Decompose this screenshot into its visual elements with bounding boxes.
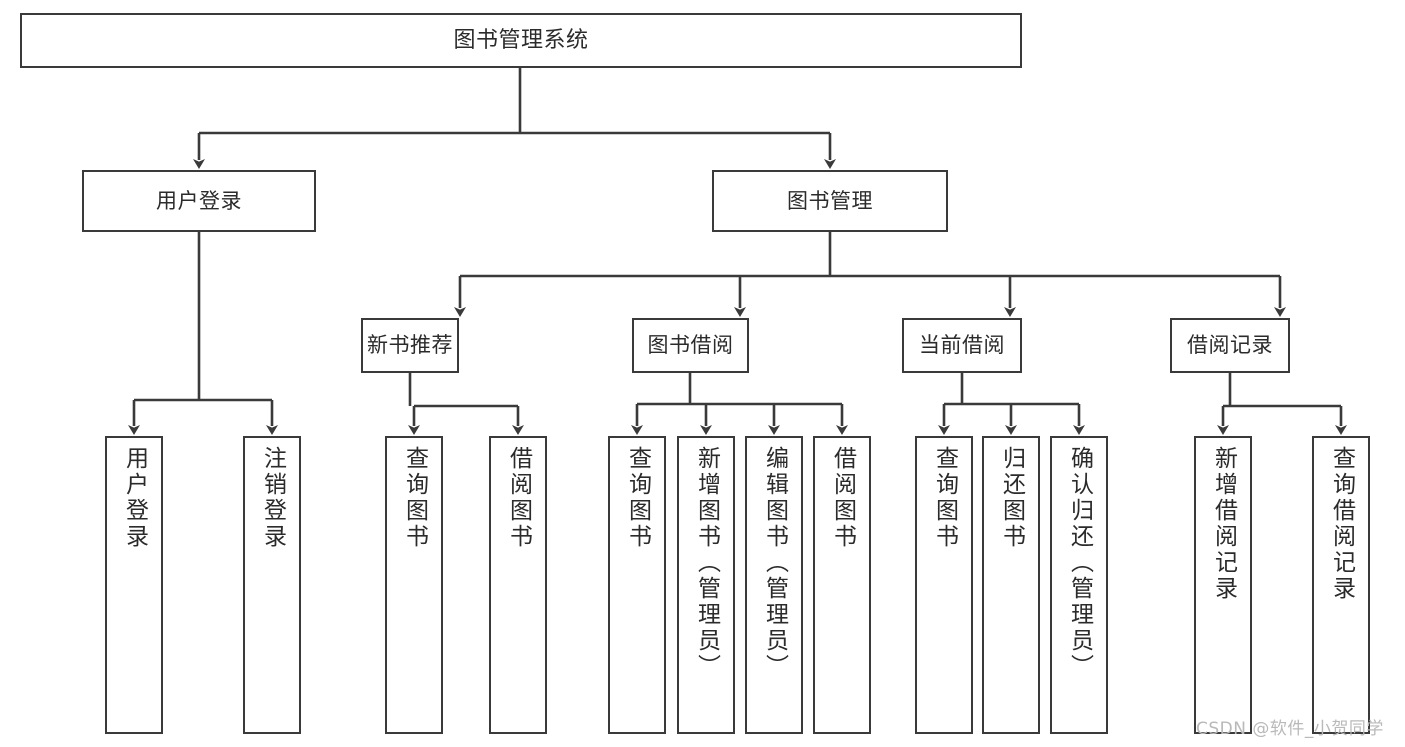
node-label: 查询图书 <box>931 446 958 550</box>
node-label: 图书管理系统 <box>453 27 589 53</box>
node-root-system[interactable]: 图书管理系统 <box>20 13 1022 68</box>
leaf-borrow-edit-book-admin[interactable]: 编辑图书（管理员） <box>745 436 803 734</box>
leaf-user-login-signin[interactable]: 用户登录 <box>105 436 163 734</box>
node-new-book-recommend[interactable]: 新书推荐 <box>361 318 459 373</box>
node-current-borrow[interactable]: 当前借阅 <box>902 318 1022 373</box>
node-label: 图书管理 <box>787 188 873 213</box>
node-label: 编辑图书（管理员） <box>761 446 788 680</box>
leaf-recommend-query-book[interactable]: 查询图书 <box>385 436 443 734</box>
node-label: 借阅图书 <box>505 446 532 550</box>
leaf-user-login-signout[interactable]: 注销登录 <box>243 436 301 734</box>
node-label: 当前借阅 <box>919 333 1005 358</box>
node-book-management[interactable]: 图书管理 <box>712 170 948 232</box>
leaf-recommend-borrow-book[interactable]: 借阅图书 <box>489 436 547 734</box>
node-label: 用户登录 <box>156 188 242 213</box>
node-label: 归还图书 <box>998 446 1025 550</box>
node-label: 确认归还（管理员） <box>1066 446 1093 680</box>
leaf-current-confirm-return-admin[interactable]: 确认归还（管理员） <box>1050 436 1108 734</box>
leaf-borrow-query-book[interactable]: 查询图书 <box>608 436 666 734</box>
node-label: 新增借阅记录 <box>1210 446 1237 602</box>
node-label: 查询图书 <box>624 446 651 550</box>
node-label: 查询图书 <box>401 446 428 550</box>
node-label: 注销登录 <box>259 446 286 550</box>
leaf-record-add-record[interactable]: 新增借阅记录 <box>1194 436 1252 734</box>
node-label: 借阅记录 <box>1187 333 1273 358</box>
leaf-borrow-add-book-admin[interactable]: 新增图书（管理员） <box>677 436 735 734</box>
node-user-login[interactable]: 用户登录 <box>82 170 316 232</box>
node-label: 新书推荐 <box>367 333 453 358</box>
node-label: 新增图书（管理员） <box>693 446 720 680</box>
leaf-current-query-book[interactable]: 查询图书 <box>915 436 973 734</box>
node-label: 用户登录 <box>121 446 148 550</box>
leaf-current-return-book[interactable]: 归还图书 <box>982 436 1040 734</box>
node-label: 图书借阅 <box>647 333 734 358</box>
watermark-text: CSDN @软件_小贺同学 <box>1196 719 1384 739</box>
leaf-record-query-record[interactable]: 查询借阅记录 <box>1312 436 1370 734</box>
node-borrow-record[interactable]: 借阅记录 <box>1170 318 1290 373</box>
node-label: 借阅图书 <box>829 446 856 550</box>
leaf-borrow-borrow-book[interactable]: 借阅图书 <box>813 436 871 734</box>
node-label: 查询借阅记录 <box>1328 446 1355 602</box>
node-book-borrow[interactable]: 图书借阅 <box>632 318 749 373</box>
